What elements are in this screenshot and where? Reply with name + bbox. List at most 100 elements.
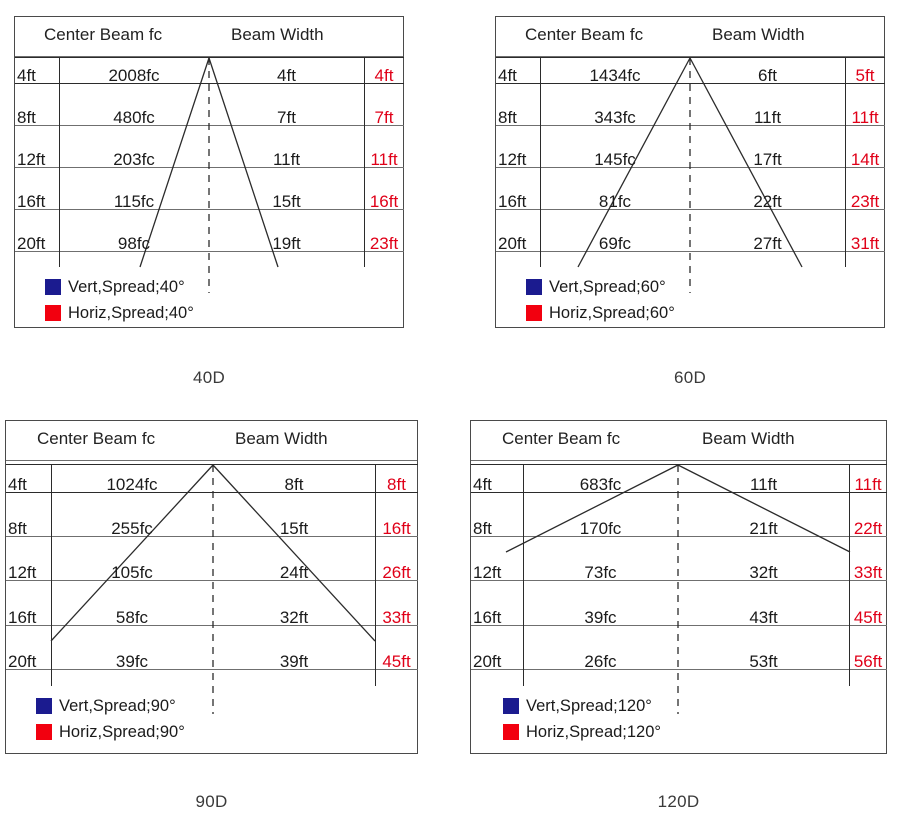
row-beam-width-horiz-value: 22ft <box>853 519 883 538</box>
vert-color-swatch-icon <box>45 279 61 295</box>
legend-item: Vert,Spread;120° <box>503 694 661 718</box>
row-beam-width-vert-value: 11ft <box>753 108 782 127</box>
row-beam-width-horiz-value: 8ft <box>387 475 406 494</box>
row-beam-width-vert-value: 32ft <box>279 608 309 627</box>
row-center-beam-fc-value: 343fc <box>594 108 636 127</box>
row-center-beam-fc-value: 26fc <box>584 652 617 671</box>
legend: Vert,Spread;90° Horiz,Spread;90° <box>36 694 185 746</box>
row-beam-width-horiz-value: 7ft <box>374 108 394 127</box>
legend-item: Vert,Spread;40° <box>45 275 194 299</box>
column-header-beam-width: Beam Width <box>702 429 795 448</box>
legend-item-label: Horiz,Spread;120° <box>526 722 662 741</box>
grid-column-line <box>364 57 365 267</box>
column-header-beam-width: Beam Width <box>231 25 324 44</box>
legend-item: Horiz,Spread;60° <box>526 301 675 325</box>
row-center-beam-fc-value: 58fc <box>115 608 149 627</box>
row-beam-width-vert-value: 53ft <box>749 652 778 671</box>
column-header-row: Center Beam fc Beam Width <box>15 17 403 57</box>
legend-item: Horiz,Spread;120° <box>503 720 661 744</box>
column-header-center-beam-fc: Center Beam fc <box>37 429 156 448</box>
legend-item: Vert,Spread;90° <box>36 694 185 718</box>
row-center-beam-fc-value: 170fc <box>579 519 622 538</box>
row-beam-width-vert-value: 24ft <box>279 563 309 582</box>
row-beam-width-horiz-value: 45ft <box>382 652 411 671</box>
row-beam-width-vert-value: 11ft <box>749 475 778 494</box>
column-header-row: Center Beam fc Beam Width <box>471 421 886 461</box>
row-beam-width-vert-value: 22ft <box>753 192 782 211</box>
grid-row-line <box>471 625 887 626</box>
grid-row-line <box>471 580 887 581</box>
column-header-beam-width: Beam Width <box>712 25 805 44</box>
row-center-beam-fc-value: 255fc <box>111 519 153 538</box>
vert-color-swatch-icon <box>503 698 519 714</box>
row-beam-width-horiz-value: 56ft <box>853 652 883 671</box>
row-beam-width-horiz-value: 23ft <box>369 234 399 253</box>
row-beam-width-horiz-value: 31ft <box>850 234 880 253</box>
grid-top-line <box>15 57 404 58</box>
row-beam-width-horiz-value: 5ft <box>855 66 875 85</box>
row-distance-label: 12ft <box>473 563 502 582</box>
row-distance-label: 12ft <box>17 150 46 169</box>
legend: Vert,Spread;40° Horiz,Spread;40° <box>45 275 194 327</box>
legend-item-label: Horiz,Spread;90° <box>59 722 185 741</box>
row-distance-label: 20ft <box>498 234 527 253</box>
row-beam-width-horiz-value: 4ft <box>374 66 394 85</box>
row-distance-label: 12ft <box>498 150 527 169</box>
row-beam-width-horiz-value: 14ft <box>850 150 880 169</box>
grid-top-line <box>496 57 885 58</box>
grid-top-line <box>471 464 887 465</box>
row-center-beam-fc-value: 2008fc <box>108 66 160 85</box>
row-distance-label: 4ft <box>498 66 517 85</box>
row-beam-width-vert-value: 11ft <box>272 150 301 169</box>
grid-row-line <box>6 669 418 670</box>
legend-item-label: Horiz,Spread;40° <box>68 303 194 322</box>
row-center-beam-fc-value: 69fc <box>598 234 632 253</box>
horiz-color-swatch-icon <box>526 305 542 321</box>
row-beam-width-vert-value: 15ft <box>279 519 309 538</box>
grid-column-line <box>59 57 60 267</box>
row-distance-label: 20ft <box>473 652 502 671</box>
horiz-color-swatch-icon <box>503 724 519 740</box>
row-distance-label: 16ft <box>17 192 46 211</box>
row-beam-width-vert-value: 6ft <box>758 66 777 85</box>
vert-color-swatch-icon <box>526 279 542 295</box>
grid-top-line <box>6 464 418 465</box>
row-beam-width-horiz-value: 16ft <box>382 519 411 538</box>
row-center-beam-fc-value: 1024fc <box>106 475 158 494</box>
row-beam-width-horiz-value: 45ft <box>853 608 883 627</box>
row-distance-label: 20ft <box>8 652 37 671</box>
grid-column-line <box>845 57 846 267</box>
grid-column-line <box>523 464 524 686</box>
row-center-beam-fc-value: 145fc <box>594 150 636 169</box>
legend: Vert,Spread;120° Horiz,Spread;120° <box>503 694 661 746</box>
panel-caption-60d: 60D <box>673 368 707 387</box>
row-distance-label: 16ft <box>8 608 37 627</box>
row-beam-width-vert-value: 32ft <box>749 563 778 582</box>
row-beam-width-vert-value: 8ft <box>284 475 304 494</box>
legend-item-label: Vert,Spread;120° <box>526 696 652 715</box>
panel-caption-40d: 40D <box>192 368 226 387</box>
grid-column-line <box>849 464 850 686</box>
row-center-beam-fc-value: 683fc <box>579 475 622 494</box>
row-distance-label: 8ft <box>8 519 27 538</box>
horiz-color-swatch-icon <box>45 305 61 321</box>
legend-item-label: Vert,Spread;60° <box>549 277 666 296</box>
column-header-center-beam-fc: Center Beam fc <box>502 429 621 448</box>
grid-column-line <box>375 464 376 686</box>
row-distance-label: 16ft <box>473 608 502 627</box>
row-beam-width-horiz-value: 11ft <box>854 475 882 494</box>
row-beam-width-vert-value: 43ft <box>749 608 778 627</box>
legend-item-label: Horiz,Spread;60° <box>549 303 675 322</box>
column-header-center-beam-fc: Center Beam fc <box>44 25 163 44</box>
row-center-beam-fc-value: 480fc <box>113 108 155 127</box>
row-beam-width-vert-value: 17ft <box>753 150 782 169</box>
row-distance-label: 20ft <box>17 234 46 253</box>
